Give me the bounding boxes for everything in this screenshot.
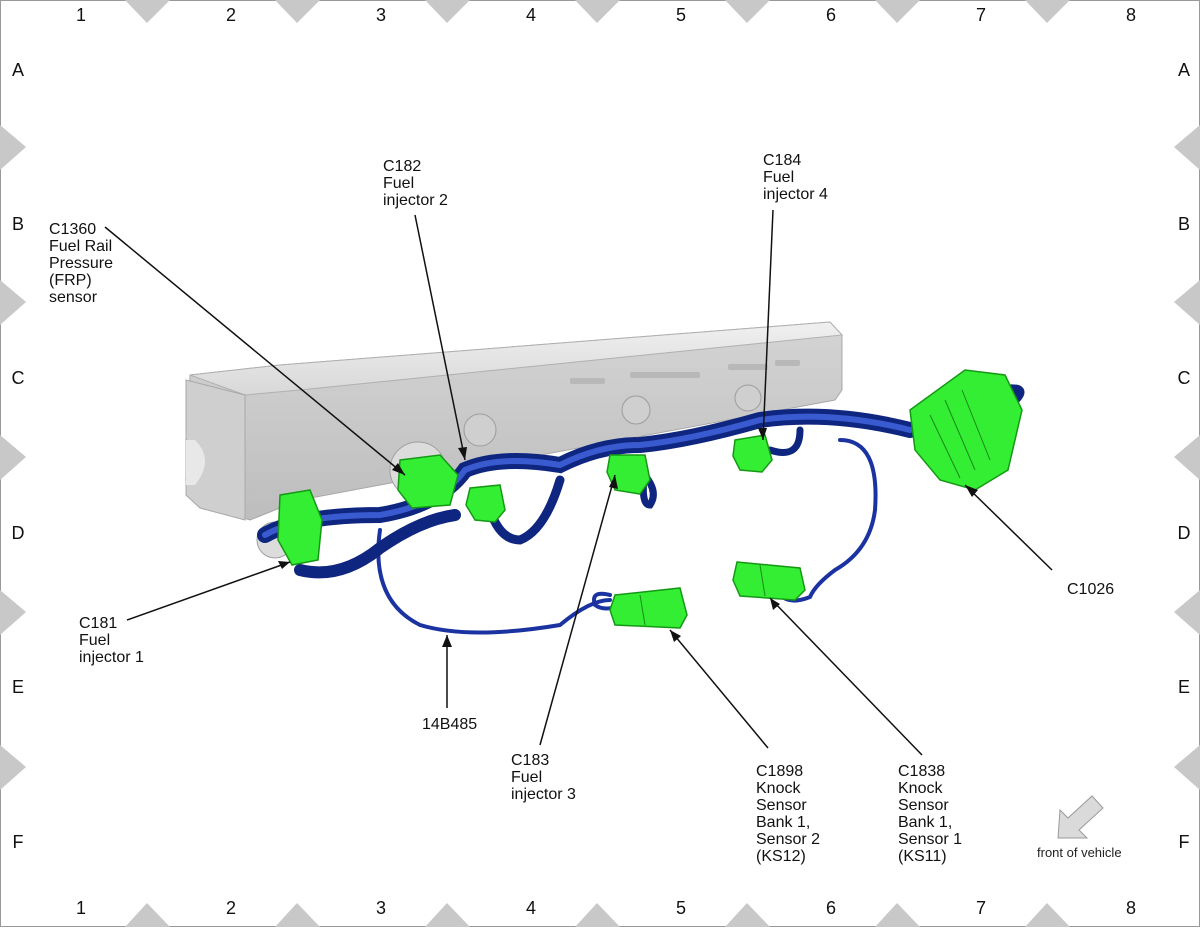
leader-arrowheads [278, 428, 978, 647]
grid-col-label-bottom: 7 [975, 898, 986, 918]
grid-row-label-left: D [11, 523, 25, 543]
connector-c181 [277, 489, 323, 566]
callout-c183: C183 Fuel injector 3 [511, 752, 576, 803]
callout-c182: C182 Fuel injector 2 [383, 158, 448, 209]
grid-col-label-top: 5 [675, 5, 686, 25]
connector-c1360 [397, 454, 459, 509]
grid-col-label-top: 1 [75, 5, 86, 25]
grid-markers-bottom [125, 903, 1070, 927]
grid-markers-left [0, 125, 26, 790]
front-of-vehicle-label: front of vehicle [1037, 845, 1122, 860]
grid-col-label-top: 6 [825, 5, 836, 25]
grid-row-label-left: B [11, 214, 24, 234]
grid-row-label-right: B [1177, 214, 1190, 234]
connector-details [639, 389, 991, 626]
grid-row-label-right: C [1177, 368, 1191, 388]
connector-c183 [606, 454, 651, 495]
leader-c1898 [669, 629, 769, 749]
connector-c1838 [732, 561, 806, 601]
grid-col-label-top: 8 [1125, 5, 1136, 25]
grid-col-label-bottom: 6 [825, 898, 836, 918]
callout-c1026: C1026 [1067, 581, 1115, 598]
leader-c182 [414, 214, 466, 461]
grid-markers-right [1174, 125, 1200, 790]
callout-c1898: C1898 Knock Sensor Bank 1, Sensor 2 (KS1… [756, 763, 821, 865]
callout-c184: C184 Fuel injector 4 [763, 152, 828, 203]
leader-lines [104, 209, 1053, 756]
grid-col-label-top: 2 [225, 5, 236, 25]
grid-col-label-bottom: 4 [525, 898, 536, 918]
leader-c184 [762, 209, 774, 441]
leader-c181 [126, 561, 291, 621]
leader-c183 [539, 474, 616, 746]
grid-row-label-left: A [11, 60, 24, 80]
grid-col-label-bottom: 2 [225, 898, 236, 918]
leader-c1026 [964, 484, 1053, 571]
grid-col-label-top: 4 [525, 5, 536, 25]
callout-c1838: C1838 Knock Sensor Bank 1, Sensor 1 (KS1… [898, 763, 963, 865]
grid-row-label-left: C [11, 368, 25, 388]
callout-c1360: C1360 Fuel Rail Pressure (FRP) sensor [49, 221, 114, 306]
leader-c1838 [769, 597, 923, 756]
grid-markers-top [125, 0, 1070, 23]
leader-c1360 [104, 226, 406, 476]
grid-col-label-bottom: 1 [75, 898, 86, 918]
connector-c182 [465, 484, 506, 523]
connectors [277, 369, 1023, 629]
grid-col-label-top: 7 [975, 5, 986, 25]
grid-col-label-bottom: 3 [375, 898, 386, 918]
grid-col-label-bottom: 5 [675, 898, 686, 918]
grid-row-label-right: D [1177, 523, 1191, 543]
callout-c181: C181 Fuel injector 1 [79, 615, 144, 666]
connector-c184 [732, 434, 773, 473]
grid-row-label-right: E [1177, 677, 1190, 697]
grid-row-label-right: A [1177, 60, 1190, 80]
grid-row-label-left: E [11, 677, 24, 697]
grid-col-label-top: 3 [375, 5, 386, 25]
grid-row-label-right: F [1178, 832, 1190, 852]
grid-row-label-left: F [12, 832, 24, 852]
arrow-down-left-icon [1057, 795, 1104, 839]
connector-c1898 [609, 587, 688, 629]
grid-col-label-bottom: 8 [1125, 898, 1136, 918]
callout-14b485: 14B485 [422, 716, 478, 733]
connector-c1026 [909, 369, 1023, 491]
